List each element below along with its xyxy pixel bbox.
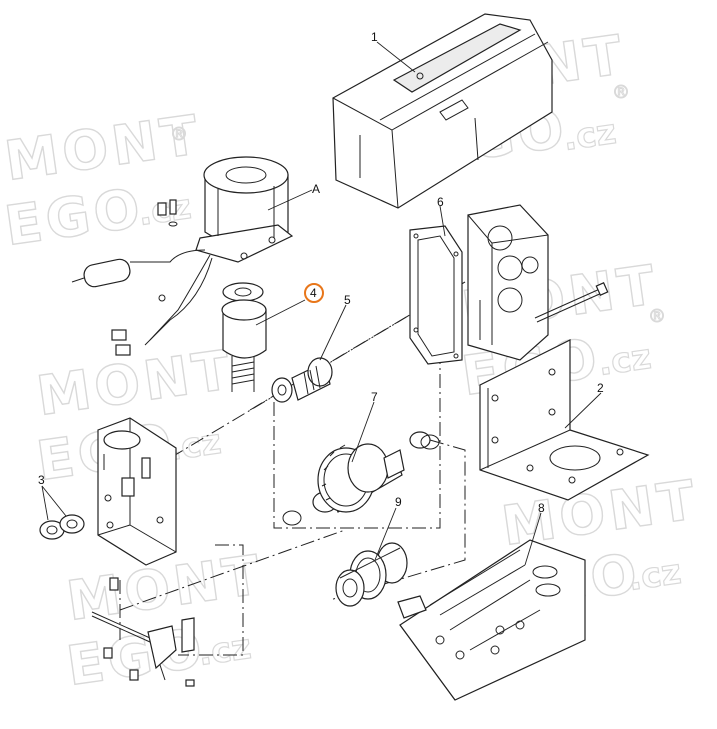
callout-1: 1 — [371, 30, 378, 44]
part-output-gear — [335, 542, 408, 607]
watermark-mont-text: MONT — [33, 338, 238, 428]
callout-4: 4 — [310, 286, 317, 300]
part-gear-cluster — [282, 431, 440, 526]
part-washers — [39, 514, 85, 540]
callout-4-highlight-ring — [304, 283, 324, 303]
watermark-cz-text: .cz — [626, 552, 684, 599]
part-motor — [71, 156, 294, 356]
watermark-registered-mark: ® — [648, 306, 666, 327]
part-pinion — [271, 357, 333, 403]
callout-A: A — [312, 182, 320, 196]
watermark-cz-text: .cz — [561, 112, 619, 159]
part-gearbox-housing — [467, 204, 609, 361]
part-side-plate — [97, 417, 177, 566]
callout-9: 9 — [395, 495, 402, 509]
watermark-cz-text: .cz — [196, 627, 254, 674]
watermark-bottom-left: MONT EGO .cz — [62, 542, 268, 698]
callout-6: 6 — [437, 195, 444, 209]
part-rotor — [221, 282, 267, 392]
callout-2: 2 — [597, 381, 604, 395]
part-cover — [332, 13, 553, 209]
part-release-lever — [91, 577, 195, 687]
callout-labels: 1 A 4 5 6 7 9 2 8 3 — [38, 30, 604, 515]
watermark-mont-text: MONT — [1, 103, 206, 193]
assembly-axis-lines — [119, 281, 466, 656]
part-hardware-kit — [397, 539, 586, 701]
watermark-top-left: MONT EGO .cz ® — [0, 102, 206, 258]
callout-leaders — [41, 41, 602, 566]
watermark-registered-mark: ® — [612, 82, 630, 103]
part-gasket — [409, 225, 463, 365]
watermark-cz-text: .cz — [596, 337, 654, 384]
callout-3: 3 — [38, 473, 45, 487]
callout-5: 5 — [344, 293, 351, 307]
part-bracket — [479, 339, 650, 501]
callout-7: 7 — [371, 390, 378, 404]
callout-8: 8 — [538, 501, 545, 515]
watermark-registered-mark: ® — [170, 124, 188, 145]
